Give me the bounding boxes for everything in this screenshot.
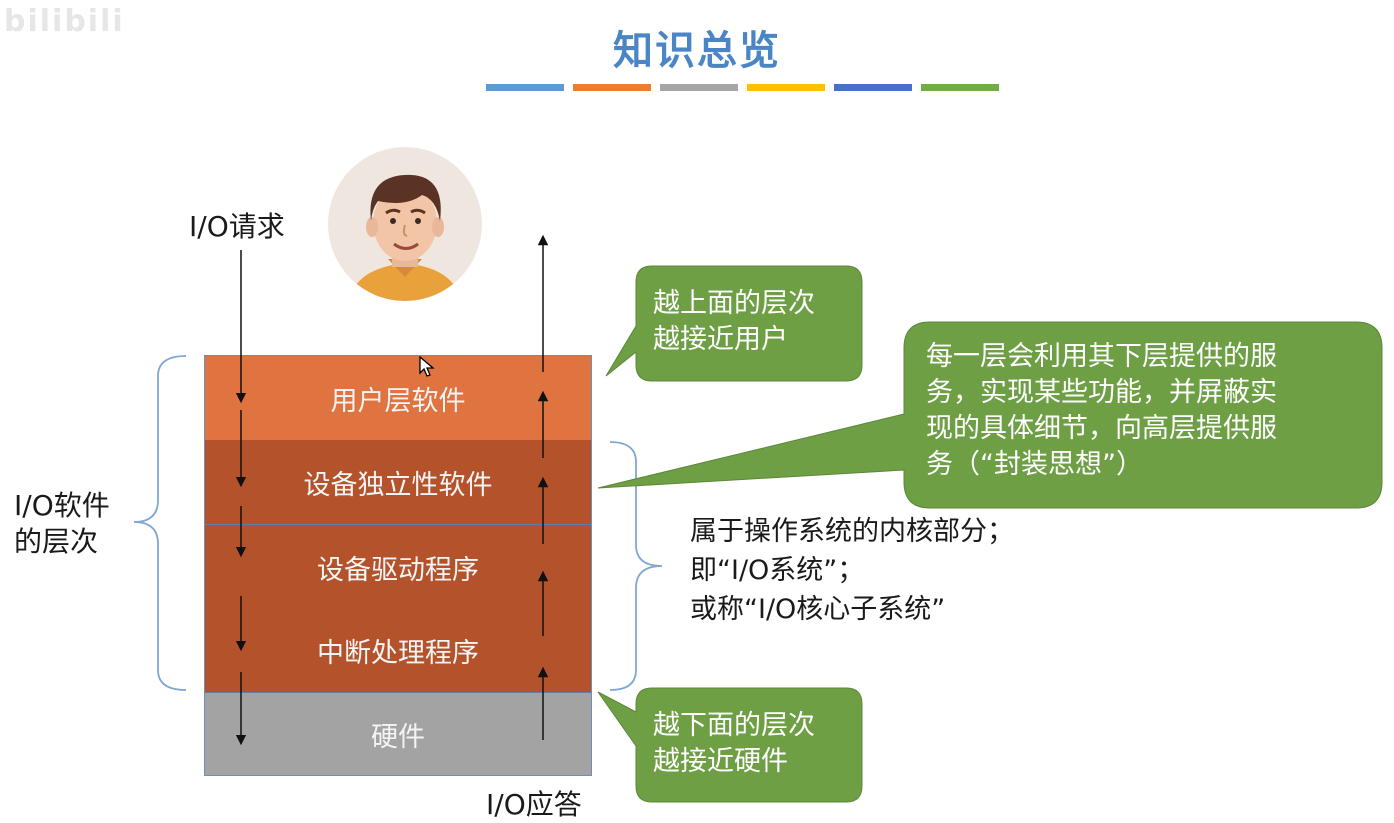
layer-device-independent-label: 设备独立性软件 — [303, 469, 493, 501]
kernel-note-line-1: 属于操作系统的内核部分； — [690, 516, 1014, 547]
watermark: bilibili — [4, 4, 125, 39]
callout-services-line-3: 现的具体细节，向高层提供服 — [926, 413, 1277, 444]
layer-hardware: 硬件 — [205, 692, 591, 776]
callout-services-line-2: 务，实现某些功能，并屏蔽实 — [926, 377, 1277, 408]
mouse-cursor-icon — [419, 356, 435, 377]
kernel-note: 属于操作系统的内核部分； 即“I/O系统”； 或称“I/O核心子系统” — [690, 512, 1014, 629]
io-response-label: I/O应答 — [486, 788, 582, 821]
user-avatar-icon — [328, 147, 482, 301]
layer-user-software-label: 用户层软件 — [330, 385, 466, 417]
color-bar-1 — [486, 84, 564, 91]
color-bar-6 — [921, 84, 999, 91]
layer-user-software: 用户层软件 — [205, 356, 591, 440]
callout-top-line-1: 越上面的层次 — [653, 288, 815, 319]
callout-services-bubble — [597, 321, 1383, 509]
kernel-note-line-3: 或称“I/O核心子系统” — [690, 594, 946, 625]
layer-driver-interrupt: 设备驱动程序 中断处理程序 — [205, 524, 591, 693]
callout-services-text: 每一层会利用其下层提供的服 务，实现某些功能，并屏蔽实 现的具体细节，向高层提供… — [926, 339, 1277, 483]
page-title: 知识总览 — [613, 28, 781, 74]
callout-top-line-2: 越接近用户 — [653, 324, 788, 355]
callout-bottom-text: 越下面的层次 越接近硬件 — [653, 708, 815, 780]
right-brace — [609, 441, 663, 691]
io-software-layers-label: I/O软件 的层次 — [14, 488, 110, 560]
callout-bottom-line-2: 越接近硬件 — [653, 746, 788, 777]
callout-top-text: 越上面的层次 越接近用户 — [653, 286, 815, 358]
left-brace — [133, 355, 187, 691]
layer-interrupt-handler-label: 中断处理程序 — [317, 638, 479, 669]
color-bar-2 — [573, 84, 651, 91]
io-software-layers-line-1: I/O软件 — [14, 489, 110, 522]
layer-device-independent-software: 设备独立性软件 — [205, 440, 591, 524]
kernel-note-line-2: 即“I/O系统”； — [690, 555, 865, 586]
color-bar-5 — [834, 84, 912, 91]
callout-bottom-line-1: 越下面的层次 — [653, 710, 815, 741]
color-bar-3 — [660, 84, 738, 91]
layer-device-driver-label: 设备驱动程序 — [317, 555, 479, 586]
title-color-bars — [486, 84, 1008, 91]
io-request-label: I/O请求 — [189, 210, 285, 243]
callout-bottom-bubble — [597, 687, 863, 803]
io-software-layers-line-2: 的层次 — [14, 525, 99, 558]
color-bar-4 — [747, 84, 825, 91]
callout-top-bubble — [605, 265, 863, 382]
callout-services-line-4: 务（“封装思想”） — [926, 449, 1143, 480]
callout-services-line-1: 每一层会利用其下层提供的服 — [926, 341, 1277, 372]
layer-hardware-label: 硬件 — [371, 722, 425, 753]
